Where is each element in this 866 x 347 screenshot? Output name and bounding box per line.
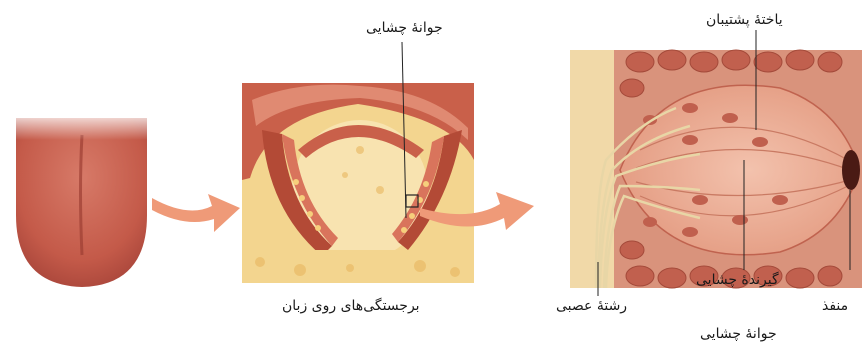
label-supporting-cell: یاختهٔ پشتیبان [706, 12, 783, 28]
taste-bud-illustration [570, 50, 862, 288]
label-taste-bud-caption: جوانهٔ چشایی [700, 326, 777, 342]
label-papillae-caption: برجستگی‌های روی زبان [282, 298, 420, 314]
papillae-illustration [242, 83, 474, 283]
label-pore: منفذ [822, 298, 848, 314]
label-taste-bud-top: جوانهٔ چشایی [366, 20, 443, 36]
label-taste-receptor: گیرندهٔ چشایی [696, 272, 779, 288]
label-nerve-fiber: رشتهٔ عصبی [556, 298, 627, 314]
arrow-icon [152, 194, 240, 232]
tongue-illustration [10, 110, 155, 287]
